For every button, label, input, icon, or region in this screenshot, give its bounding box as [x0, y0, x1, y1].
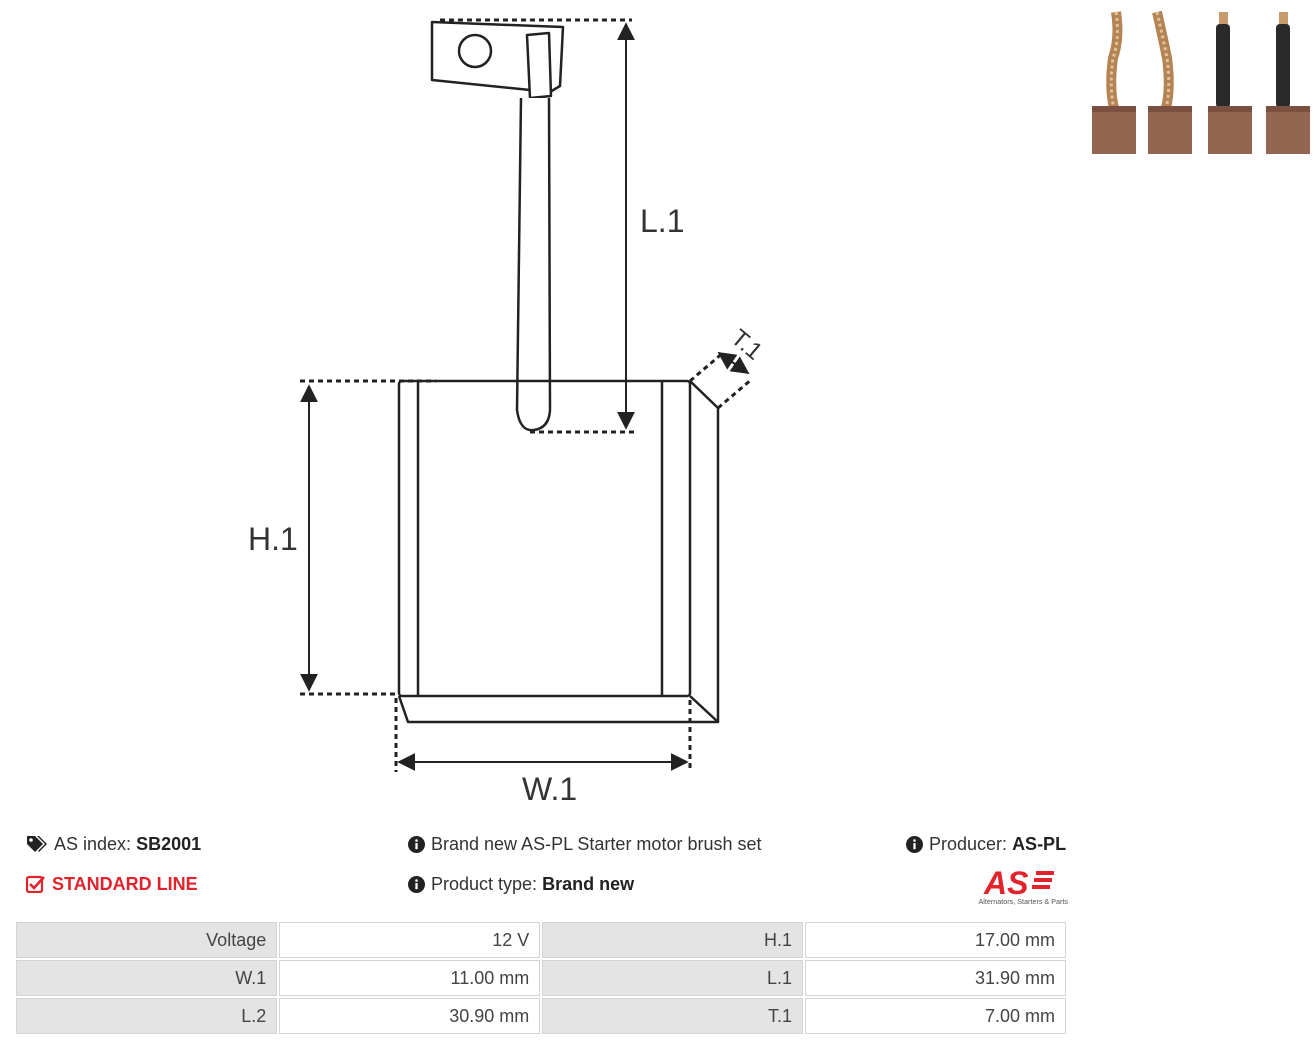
brush-dimension-diagram: L.1 H.1 W.1 T.1	[248, 18, 768, 807]
terminal-hole	[457, 33, 493, 69]
table-row: W.1 11.00 mm L.1 31.90 mm	[16, 960, 1066, 996]
dimension-label-h1: H.1	[248, 521, 298, 557]
description: Brand new AS-PL Starter motor brush set	[408, 833, 762, 858]
table-row: Voltage 12 V H.1 17.00 mm	[16, 922, 1066, 958]
checkbox-checked-icon	[25, 875, 46, 898]
as-index: AS index: SB2001	[26, 833, 201, 858]
spec-value: 7.00 mm	[804, 998, 1066, 1034]
product-type: Product type: Brand new	[408, 873, 634, 898]
producer-label: Producer:	[929, 834, 1008, 854]
standard-line-label: STANDARD LINE	[52, 874, 198, 894]
as-index-label: AS index:	[54, 834, 132, 854]
info-icon	[408, 876, 425, 898]
table-row: L.2 30.90 mm T.1 7.00 mm	[16, 998, 1066, 1034]
tags-icon	[26, 835, 48, 858]
brush-cable	[515, 97, 552, 432]
spec-label: L.2	[16, 998, 278, 1034]
spec-label: H.1	[542, 922, 803, 958]
dimension-label-l1: L.1	[640, 203, 684, 239]
description-text: Brand new AS-PL Starter motor brush set	[431, 834, 762, 854]
as-pl-logo: AS Alternators, Starters & Parts	[979, 865, 1069, 906]
spec-value: 30.90 mm	[279, 998, 541, 1034]
brush-photo-2	[1148, 10, 1192, 154]
as-index-value: SB2001	[136, 834, 202, 854]
brush-photo-3	[1208, 12, 1252, 154]
brush-body-bottom	[397, 695, 720, 724]
dimension-label-w1: W.1	[522, 771, 577, 807]
spec-value: 17.00 mm	[804, 922, 1066, 958]
producer: Producer: AS-PL	[906, 833, 1066, 858]
spec-label: T.1	[542, 998, 803, 1034]
spec-value: 12 V	[279, 922, 541, 958]
brush-body-front	[397, 379, 692, 698]
spec-label: Voltage	[16, 922, 278, 958]
product-type-label: Product type:	[431, 874, 538, 894]
spec-value: 31.90 mm	[804, 960, 1066, 996]
dimension-label-t1: T.1	[726, 324, 768, 365]
product-type-value: Brand new	[542, 874, 635, 894]
specs-table: Voltage 12 V H.1 17.00 mm W.1 11.00 mm L…	[14, 920, 1068, 1036]
brush-body-side	[689, 380, 720, 722]
brush-photo-4	[1266, 12, 1310, 154]
lug-tab	[525, 31, 553, 100]
standard-line: STANDARD LINE	[25, 873, 198, 898]
info-icon	[408, 836, 425, 858]
spec-label: L.1	[542, 960, 803, 996]
spec-value: 11.00 mm	[279, 960, 541, 996]
logo-tagline: Alternators, Starters & Parts	[979, 897, 1069, 906]
spec-label: W.1	[16, 960, 278, 996]
producer-value: AS-PL	[1012, 834, 1067, 854]
brush-photo-1	[1092, 11, 1136, 154]
info-icon	[906, 836, 923, 858]
logo-mark: AS	[983, 865, 1029, 901]
product-photo	[1092, 10, 1310, 154]
